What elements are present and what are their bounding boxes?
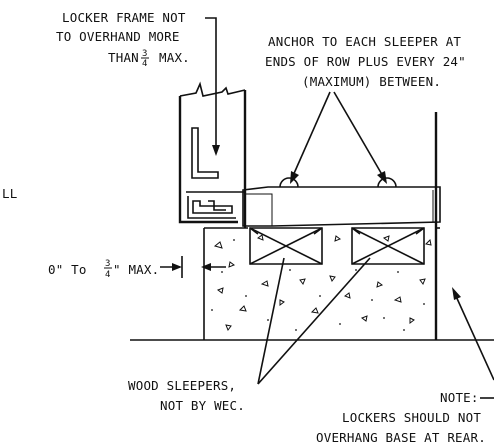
anchor-leader-right-arrow xyxy=(377,171,387,184)
locker-break-line xyxy=(179,81,246,97)
edge-label: LL xyxy=(2,186,17,201)
sleeper-right-cross xyxy=(351,227,425,265)
wood-sleeper-left xyxy=(249,227,323,265)
offset-fraction-den: 4 xyxy=(105,270,111,280)
locker-frame-fraction-den: 4 xyxy=(142,59,148,69)
anchor-note-line3: (MAXIMUM) BETWEEN. xyxy=(302,74,441,89)
anchor-note: ANCHOR TO EACH SLEEPER AT ENDS OF ROW PL… xyxy=(265,34,466,89)
rear-note: NOTE: LOCKERS SHOULD NOT OVERHANG BASE A… xyxy=(316,390,486,445)
locker-frame-note: LOCKER FRAME NOT TO OVERHAND MORE THAN 3… xyxy=(56,10,190,69)
anchor-note-line2: ENDS OF ROW PLUS EVERY 24" xyxy=(265,54,466,69)
sleeper-right-top-edge xyxy=(351,227,425,235)
locker-l-bracket xyxy=(191,127,219,179)
locker-frame-leader xyxy=(205,17,217,150)
anchor-leader-left-arrow xyxy=(290,171,299,184)
wood-sleeper-right xyxy=(351,227,425,265)
locker-frame-note-line1: LOCKER FRAME NOT xyxy=(62,10,186,25)
locker-frame-leader-arrow xyxy=(212,145,220,156)
sleeper-leader-right xyxy=(257,257,371,385)
locker-base-beam xyxy=(242,177,441,227)
sleeper-left-cross xyxy=(249,227,323,265)
offset-note-post: " MAX. xyxy=(113,262,159,277)
anchor-bolt-right xyxy=(377,177,397,188)
anchor-note-line1: ANCHOR TO EACH SLEEPER AT xyxy=(268,34,461,49)
sleeper-left-top-edge xyxy=(249,227,323,235)
offset-dimension-note: 0" To 3 4 " MAX. xyxy=(48,259,159,280)
locker-channel-inner xyxy=(192,200,233,214)
offset-fraction-num: 3 xyxy=(105,259,111,269)
offset-note-pre: 0" To xyxy=(48,262,87,277)
anchor-leader-left xyxy=(291,91,331,179)
sleeper-leader-left xyxy=(257,257,285,385)
leader-lines xyxy=(160,17,494,399)
rear-note-line1: NOTE: xyxy=(440,390,479,405)
locker-frame-fraction-num: 3 xyxy=(142,49,148,59)
rear-note-line3: OVERHANG BASE AT REAR. xyxy=(316,430,486,445)
locker-frame-note-line3-post: MAX. xyxy=(159,50,190,65)
rear-note-leader xyxy=(454,293,494,381)
offset-arrow-right-head xyxy=(201,263,211,271)
rear-note-line2: LOCKERS SHOULD NOT xyxy=(342,410,481,425)
concrete-base xyxy=(130,112,494,341)
offset-arrow-left-head xyxy=(172,263,182,271)
sleepers-note-line1: WOOD SLEEPERS, xyxy=(128,378,236,393)
base-beam-inner-left xyxy=(246,193,273,226)
locker-channel-outer xyxy=(187,196,236,219)
concrete-aggregate xyxy=(213,234,432,332)
locker-frame-note-line3-pre: THAN xyxy=(108,50,139,65)
sleepers-note-line2: NOT BY WEC. xyxy=(160,398,245,413)
concrete-dots xyxy=(211,239,425,331)
anchor-bolt-left xyxy=(279,177,299,188)
base-beam-outline xyxy=(242,186,441,227)
locker-frame-note-line2: TO OVERHAND MORE xyxy=(56,29,180,44)
locker-channel-lip xyxy=(208,200,226,211)
anchor-leader-right xyxy=(333,91,385,179)
locker-section xyxy=(178,81,247,228)
rear-note-leader-arrow xyxy=(452,287,461,300)
sleepers-note: WOOD SLEEPERS, NOT BY WEC. xyxy=(128,378,245,413)
locker-base-lower xyxy=(178,215,238,224)
